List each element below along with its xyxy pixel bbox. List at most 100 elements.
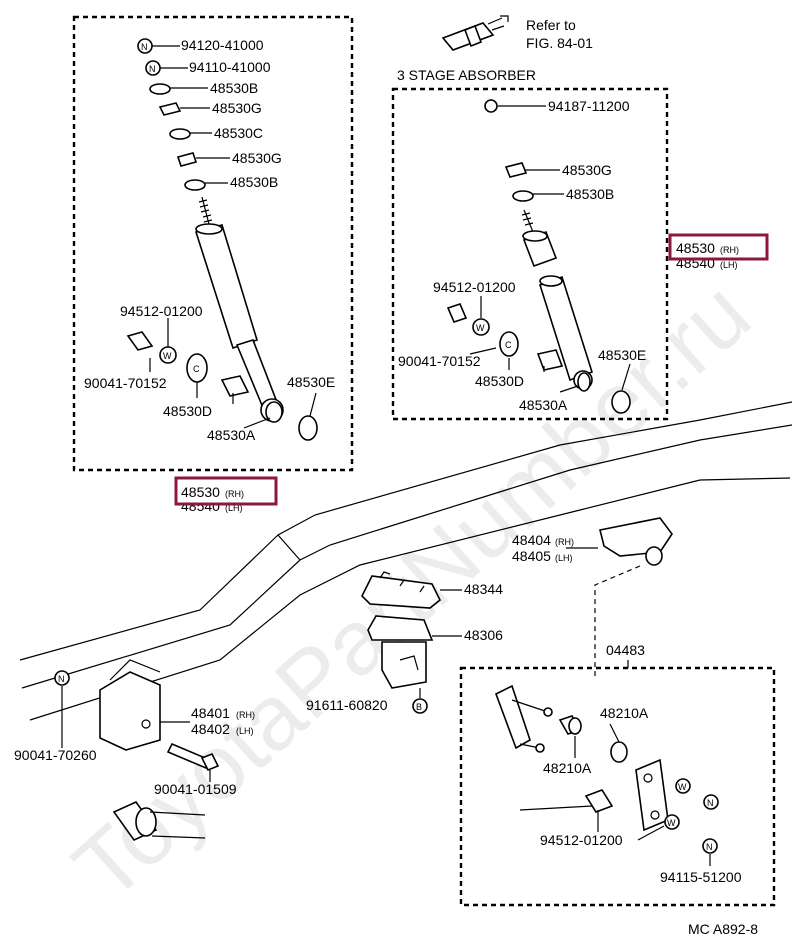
label-94115-51200: 94115-51200 (660, 869, 742, 885)
bushing-d-icon (536, 349, 564, 371)
highlight-box (174, 476, 278, 506)
label-48530g: 48530G (212, 100, 262, 116)
frame-rail (19, 401, 792, 721)
label-04483: 04483 (606, 642, 645, 658)
label-48402-lh: 48402 (191, 721, 230, 737)
label-90041-70152-r: 90041-70152 (398, 353, 481, 369)
svg-text:(LH): (LH) (225, 503, 243, 513)
shackle-bushings (558, 715, 628, 763)
right-shock-group-frame (391, 87, 669, 421)
left-callout: 48540 (LH) 48530 (RH) (174, 476, 278, 514)
svg-text:N: N (58, 674, 65, 684)
label-90041-01509: 90041-01509 (154, 781, 237, 797)
bushing-e-icon (298, 415, 318, 441)
label-48530g-2: 48530G (232, 150, 282, 166)
washer-w-icon (664, 814, 680, 830)
left-labels: 94120-41000 94110-41000 48530B 48530G 48… (84, 37, 335, 443)
label-48306: 48306 (464, 627, 503, 643)
left-stack-parts: N N (137, 38, 206, 191)
bushing-d-icon (220, 375, 250, 397)
callout-48530-rh: 48530 (181, 484, 220, 500)
left-lower-parts: W C (126, 331, 318, 441)
svg-text:N: N (141, 42, 148, 52)
bushing-icon (504, 162, 528, 178)
washer-icon (169, 128, 191, 140)
refer-text-line1: Refer to (526, 17, 576, 33)
svg-text:W: W (667, 818, 676, 828)
washer-icon (149, 83, 171, 95)
shackle-collar (519, 789, 614, 832)
nut-icon (484, 99, 498, 113)
svg-text:N: N (706, 842, 713, 852)
label-48404-rh: 48404 (512, 532, 551, 548)
washer-icon (512, 190, 534, 202)
label-90041-70260: 90041-70260 (14, 747, 97, 763)
svg-text:W: W (476, 323, 485, 333)
svg-text:C: C (505, 340, 512, 350)
label-48530e: 48530E (287, 374, 335, 390)
nut-icon (54, 670, 70, 686)
svg-text:N: N (149, 64, 156, 74)
front-bushing (112, 800, 206, 842)
label-48530g-r: 48530G (562, 162, 612, 178)
label-48401-rh: 48401 (191, 705, 230, 721)
svg-text:(RH): (RH) (225, 489, 244, 499)
cushion-c-icon (499, 331, 519, 357)
label-48530e-r: 48530E (598, 347, 646, 363)
label-48405-lh: 48405 (512, 548, 551, 564)
collar-icon (446, 303, 468, 323)
nut-icon (703, 794, 719, 810)
bumper-stopper (367, 615, 462, 698)
label-94512-01200-r: 94512-01200 (433, 279, 516, 295)
washer-w-icon (472, 318, 490, 336)
label-48530b: 48530B (210, 80, 258, 96)
label-48530d-r: 48530D (475, 373, 524, 389)
label-48530a-r: 48530A (519, 397, 568, 413)
highlight-box (668, 233, 769, 261)
washer-icon (184, 179, 206, 191)
svg-text:(RH): (RH) (720, 245, 739, 255)
front-hanger (99, 659, 190, 751)
label-94120-41000: 94120-41000 (181, 37, 264, 53)
svg-text:W: W (163, 351, 172, 361)
right-callout: 48540 (LH) 48530 (RH) (668, 233, 769, 271)
bolt-b-icon (412, 698, 428, 714)
upper-bracket (566, 517, 673, 680)
stopper-bracket (361, 571, 462, 609)
right-labels: 94187-11200 48530G 48530B 94512-01200 90… (398, 98, 646, 413)
collar-icon (126, 331, 154, 351)
shackle-group-frame (459, 666, 776, 907)
label-48530b-r: 48530B (566, 186, 614, 202)
bushing-e-icon (611, 390, 631, 414)
svg-text:(LH): (LH) (236, 726, 254, 736)
left-shock-group-frame (72, 15, 354, 472)
connector-icon (441, 15, 509, 51)
label-94110-41000: 94110-41000 (189, 59, 271, 75)
label-48210a: 48210A (600, 705, 649, 721)
figure-code: MC A892-8 (688, 921, 758, 937)
svg-text:N: N (707, 798, 714, 808)
label-48530b-2: 48530B (230, 174, 278, 190)
label-48210a-2: 48210A (543, 760, 592, 776)
bushing-a-icon (577, 372, 591, 392)
svg-text:(LH): (LH) (555, 553, 573, 563)
hanger-bolt (166, 742, 220, 782)
callout-48530-rh-right: 48530 (676, 240, 715, 256)
shackle-plate (495, 684, 553, 753)
three-stage-title: 3 STAGE ABSORBER (397, 67, 536, 83)
svg-text:(LH): (LH) (720, 260, 738, 270)
svg-text:(RH): (RH) (236, 710, 255, 720)
left-leaders (149, 45, 317, 429)
svg-text:(RH): (RH) (555, 537, 574, 547)
label-48530c: 48530C (214, 125, 263, 141)
label-91611-60820: 91611-60820 (306, 697, 388, 713)
shackle-side-plate (635, 758, 669, 832)
washer-w-icon (675, 778, 691, 794)
right-stack-parts: W C (446, 99, 631, 414)
svg-text:W: W (678, 782, 687, 792)
svg-text:C: C (193, 364, 200, 374)
label-94512-01200-s: 94512-01200 (540, 832, 623, 848)
label-48530d: 48530D (163, 403, 212, 419)
nut-icon (702, 838, 718, 854)
